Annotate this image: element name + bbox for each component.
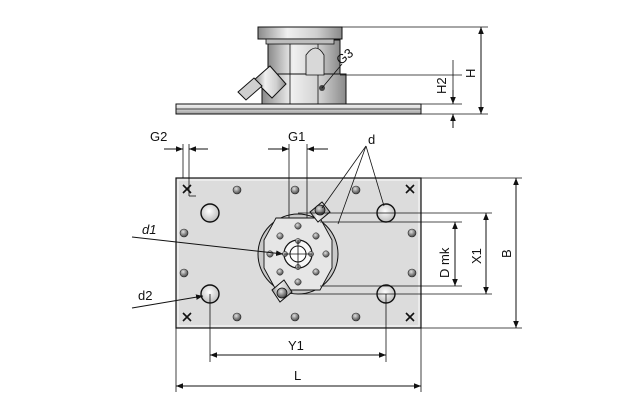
label-d1: d1	[142, 222, 156, 237]
plan-fitting-bottom	[271, 279, 293, 303]
corner-marks	[182, 184, 415, 322]
plate-screws	[179, 185, 417, 322]
side-fitting	[237, 65, 287, 101]
label-b: B	[499, 249, 514, 258]
label-y1: Y1	[288, 338, 304, 353]
label-dmk: D mk	[437, 247, 452, 278]
label-d2: d2	[138, 288, 152, 303]
plan-view: D mk X1 B G2 G1 d d1 d2 Y	[131, 129, 522, 392]
label-l: L	[294, 368, 301, 383]
label-x1: X1	[469, 248, 484, 264]
label-h: H	[463, 69, 478, 78]
label-g2: G2	[150, 129, 167, 144]
plan-fitting-top	[309, 201, 331, 223]
label-d: d	[368, 132, 375, 147]
label-h2: H2	[434, 77, 449, 94]
side-view: G3 H H2	[175, 26, 488, 128]
central-unit	[257, 201, 339, 303]
label-g1: G1	[288, 129, 305, 144]
side-top-cap	[257, 26, 343, 40]
